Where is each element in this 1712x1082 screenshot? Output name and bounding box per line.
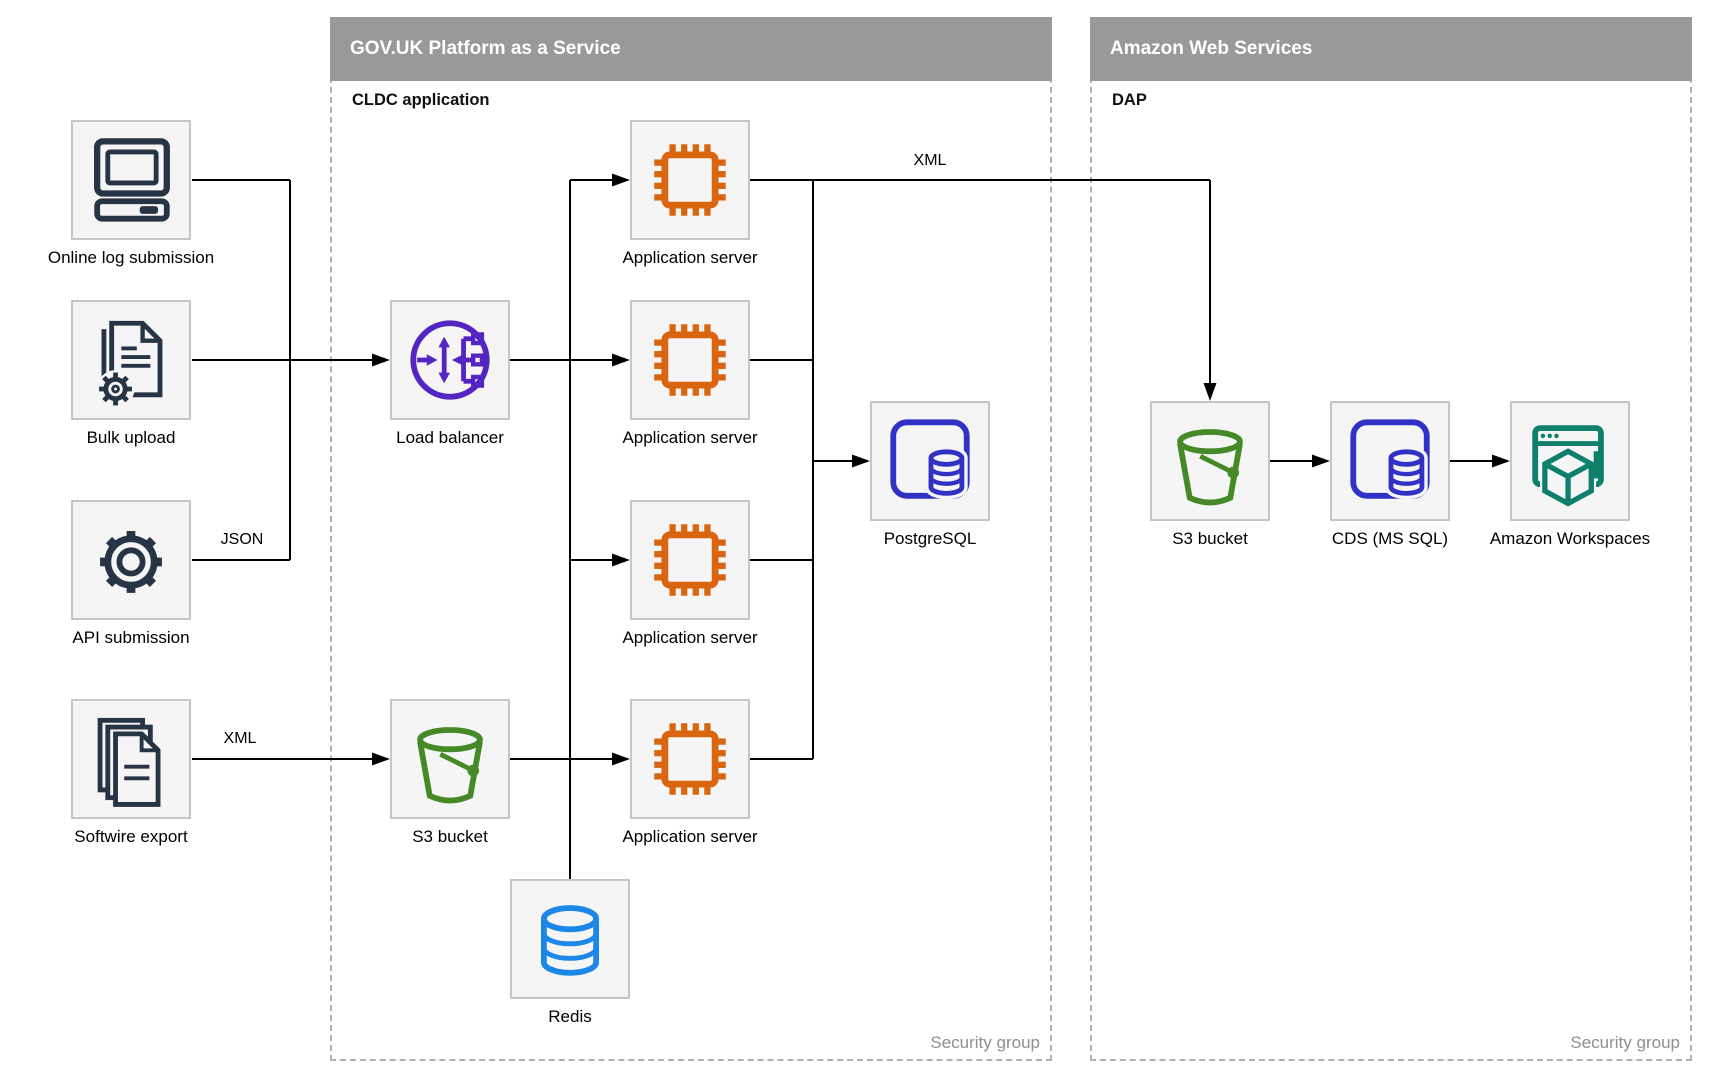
- node-label: Application server: [622, 248, 758, 267]
- node-label: CDS (MS SQL): [1331, 529, 1449, 548]
- node-label: Redis: [548, 1007, 592, 1026]
- cldc-application-label: CLDC application: [352, 91, 490, 109]
- node-label: Softwire export: [74, 827, 188, 846]
- documents-stack-icon: [97, 717, 161, 807]
- sql-server-icon: SQL Server: [1350, 419, 1430, 500]
- application-server-box: [630, 120, 750, 240]
- aws-security-group-label: Security group: [1570, 1033, 1680, 1052]
- node-label: S3 bucket: [412, 827, 488, 846]
- node-label: Application server: [622, 628, 758, 647]
- node-api-submission: API submission: [71, 500, 191, 647]
- node-load-balancer: Load balancer: [390, 300, 510, 447]
- api-submission-box: [71, 500, 191, 620]
- node-label: S3 bucket: [1172, 529, 1248, 548]
- node-application-server-1: Application server: [622, 120, 758, 267]
- node-label: Bulk upload: [86, 428, 176, 447]
- redis-box: [510, 879, 630, 999]
- application-server-box: [630, 300, 750, 420]
- node-cds-ms-sql: SQL Server CDS (MS SQL): [1330, 401, 1450, 548]
- application-server-box: [630, 699, 750, 819]
- s3-bucket-icon: [1177, 429, 1243, 506]
- gear-icon: [100, 531, 162, 593]
- node-s3-bucket-govuk: S3 bucket: [390, 699, 510, 846]
- cds-box: SQL Server: [1330, 401, 1450, 521]
- database-cylinder-icon: [541, 905, 599, 976]
- load-balancer-box: [390, 300, 510, 420]
- node-redis: Redis: [510, 879, 630, 1026]
- node-application-server-3: Application server: [622, 500, 758, 647]
- govuk-security-group-label: Security group: [930, 1033, 1040, 1052]
- node-label: Online log submission: [47, 248, 215, 267]
- xml-feed-edge-label: XML: [913, 152, 947, 169]
- workspaces-icon: [1532, 425, 1604, 510]
- dap-label: DAP: [1112, 91, 1147, 109]
- node-bulk-upload: Bulk upload: [71, 300, 191, 447]
- chip-icon: [654, 324, 726, 396]
- bulk-upload-box: [71, 300, 191, 420]
- xml-export-edge-label: XML: [223, 730, 257, 747]
- aws-container: Amazon Web Services DAP Security group: [1090, 17, 1692, 1061]
- postgresql-box: PostgreSQL: [870, 401, 990, 521]
- node-label: Load balancer: [396, 428, 504, 447]
- aws-header: Amazon Web Services: [1090, 17, 1692, 81]
- s3-bucket-icon: [417, 727, 483, 804]
- node-softwire-export: Softwire export: [71, 699, 191, 846]
- document-gear-icon: [96, 320, 163, 408]
- chip-icon: [654, 524, 726, 596]
- chip-icon: [654, 723, 726, 795]
- node-label: PostgreSQL: [883, 529, 977, 548]
- govuk-paas-header: GOV.UK Platform as a Service: [330, 17, 1052, 81]
- node-label: Amazon Workspaces: [1489, 529, 1651, 548]
- application-server-box: [630, 500, 750, 620]
- node-label: API submission: [72, 628, 190, 647]
- load-balancer-icon: [410, 320, 490, 400]
- node-amazon-workspaces: Amazon Workspaces: [1490, 401, 1650, 548]
- node-online-log-submission: Online log submission: [48, 120, 214, 267]
- desktop-computer-icon: [94, 138, 170, 222]
- softwire-export-box: [71, 699, 191, 819]
- node-label: Application server: [622, 827, 758, 846]
- node-application-server-4: Application server: [622, 699, 758, 846]
- postgresql-icon: PostgreSQL: [890, 419, 970, 500]
- aws-title: Amazon Web Services: [1110, 38, 1313, 59]
- s3-bucket-box: [390, 699, 510, 819]
- s3-bucket-box: [1150, 401, 1270, 521]
- node-label: Application server: [622, 428, 758, 447]
- chip-icon: [654, 144, 726, 216]
- node-application-server-2: Application server: [622, 300, 758, 447]
- amazon-workspaces-box: [1510, 401, 1630, 521]
- node-s3-bucket-aws: S3 bucket: [1150, 401, 1270, 548]
- govuk-paas-container: GOV.UK Platform as a Service CLDC applic…: [330, 17, 1052, 1061]
- govuk-paas-title: GOV.UK Platform as a Service: [350, 38, 621, 59]
- node-postgresql: PostgreSQL PostgreSQL: [870, 401, 990, 548]
- online-log-submission-box: [71, 120, 191, 240]
- json-edge-label: JSON: [220, 531, 264, 548]
